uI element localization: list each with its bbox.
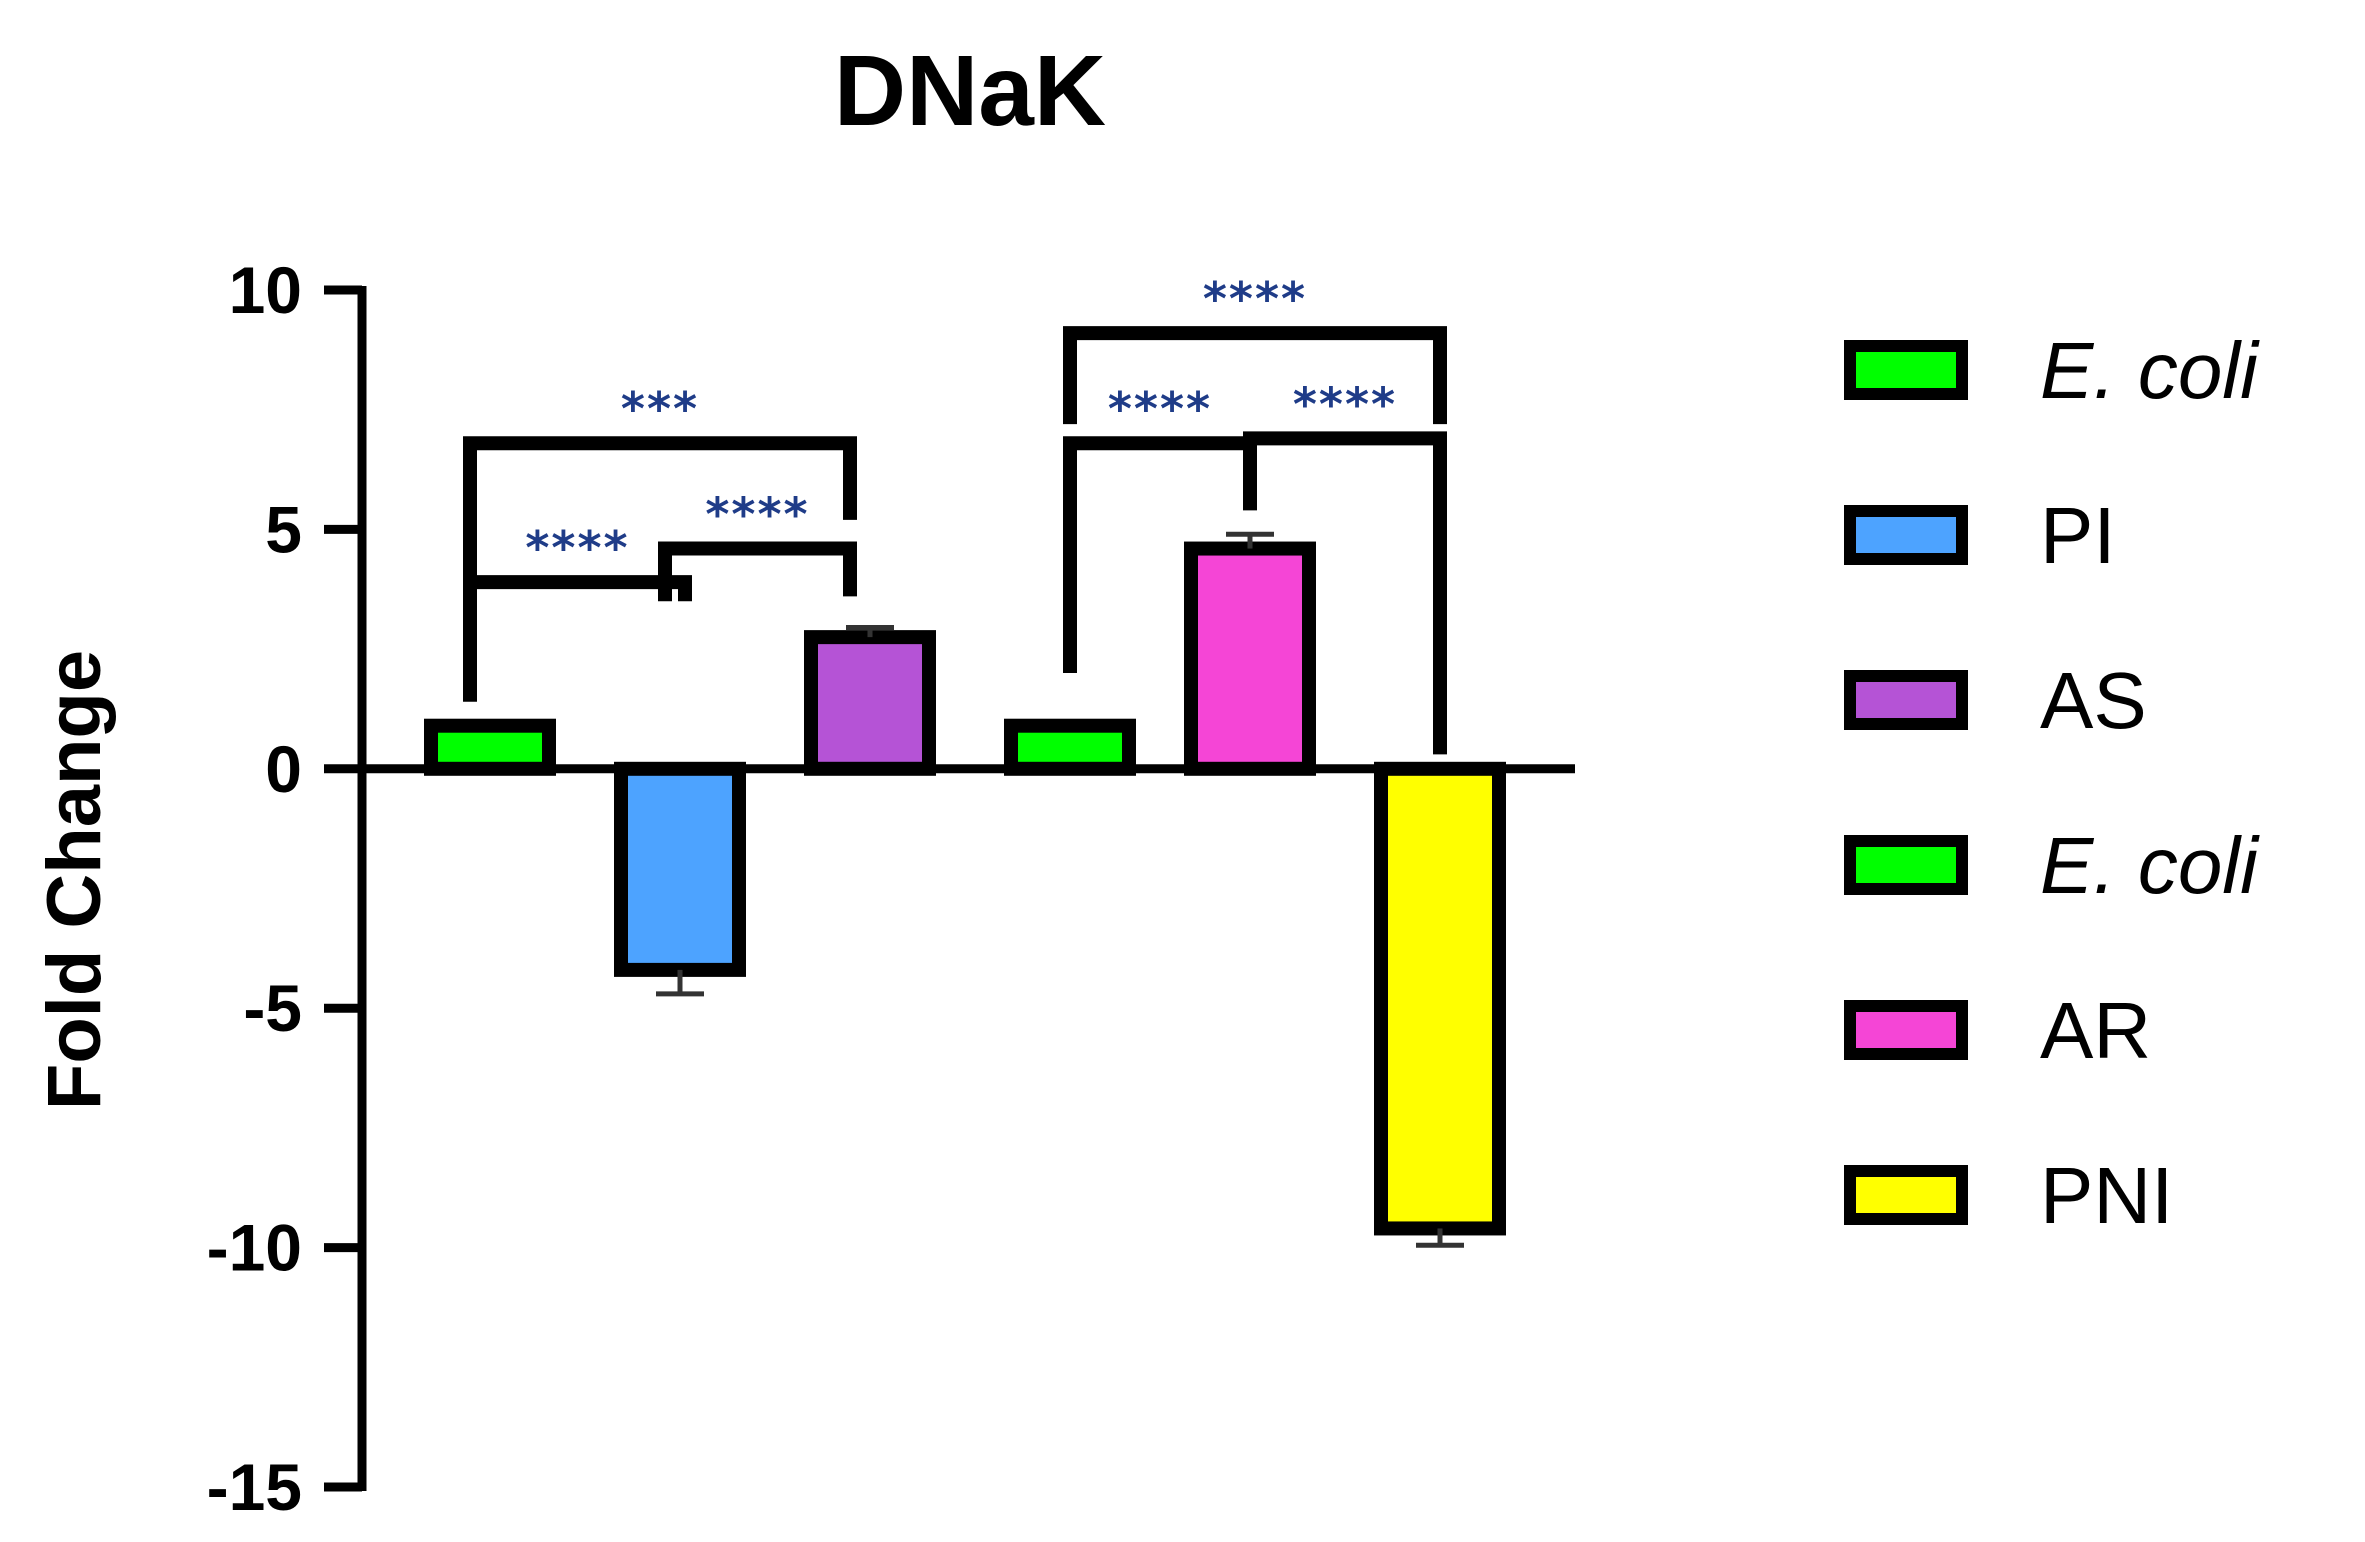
bracket-5 (1063, 326, 1447, 425)
y-tick-label-4: -10 (207, 1211, 302, 1285)
bar-2 (804, 630, 936, 776)
significance-label-2: *** (621, 382, 699, 436)
y-tick-label-0: 10 (229, 253, 302, 327)
legend-label-4: AR (2040, 986, 2151, 1075)
legend-label-5: PNI (2040, 1151, 2173, 1240)
bracket-0 (463, 575, 692, 702)
bar-5 (1374, 761, 1506, 1236)
significance-label-4: **** (1293, 377, 1397, 431)
significance-label-3: **** (1108, 382, 1212, 436)
legend-label-0: E. coli (2040, 326, 2260, 415)
legend-swatch-5 (1844, 1165, 1968, 1225)
significance-label-5: **** (1203, 272, 1307, 326)
legend-swatch-1 (1844, 505, 1968, 565)
y-tick-label-5: -15 (207, 1450, 302, 1524)
bar-0 (424, 718, 556, 776)
bracket-1 (658, 541, 857, 602)
bar-1 (614, 761, 746, 977)
y-axis-label: Fold Change (32, 650, 117, 1110)
y-axis: 10 5 0 -5 -10 -15 (207, 253, 367, 1524)
legend-label-2: AS (2040, 656, 2147, 745)
bar-4 (1184, 541, 1316, 776)
legend-label-3: E. coli (2040, 821, 2260, 910)
y-tick-label-1: 5 (265, 492, 302, 566)
legend-swatch-0 (1844, 340, 1968, 400)
legend-swatch-3 (1844, 835, 1968, 895)
legend-swatch-2 (1844, 670, 1968, 730)
chart-title: DNaK (834, 35, 1106, 147)
y-tick-label-2: 0 (265, 732, 302, 806)
significance-label-0: **** (525, 521, 629, 575)
y-tick-label-3: -5 (243, 971, 302, 1045)
bars (424, 531, 1506, 1248)
bracket-2 (463, 436, 857, 602)
bar-3 (1004, 718, 1136, 776)
significance-brackets: *********************** (463, 272, 1447, 755)
legend-swatch-4 (1844, 1000, 1968, 1060)
legend-label-1: PI (2040, 491, 2116, 580)
significance-label-1: **** (705, 488, 809, 542)
bracket-4 (1243, 431, 1447, 755)
